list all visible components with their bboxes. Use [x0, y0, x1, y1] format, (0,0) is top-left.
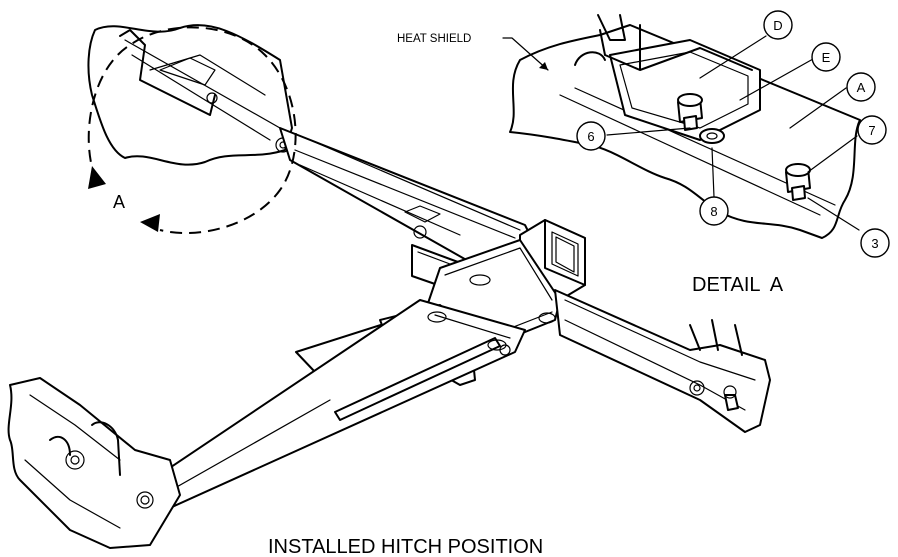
- frame-rail-main: [279, 127, 541, 263]
- detail-circle: [87, 26, 297, 234]
- svg-text:8: 8: [710, 204, 717, 219]
- detail-a-title: DETAIL A: [692, 274, 784, 296]
- detail-arrow-head-upper: [88, 166, 106, 189]
- balloon-8: 8: [699, 196, 729, 226]
- svg-text:E: E: [822, 50, 831, 65]
- balloon-3: 3: [860, 228, 890, 258]
- balloon-d: D: [763, 10, 793, 40]
- main-hitch-view: A: [7, 24, 771, 549]
- svg-text:A: A: [857, 80, 866, 95]
- frame-rail-right: [554, 289, 771, 433]
- svg-text:3: 3: [871, 236, 878, 251]
- svg-text:D: D: [773, 18, 782, 33]
- detail-arrow-head-lower: [140, 214, 160, 232]
- heat-shield-leader: [502, 37, 549, 71]
- detail-callout-label: A: [113, 192, 125, 212]
- drawing-caption: INSTALLED HITCH POSITION: [268, 536, 543, 557]
- svg-text:7: 7: [868, 123, 875, 138]
- balloon-e: E: [811, 42, 841, 72]
- detail-a-view: HEAT SHIELD D E A 6 7: [397, 10, 890, 296]
- balloon-a: A: [846, 72, 876, 102]
- bumper-bracket-left: [7, 377, 181, 549]
- heat-shield-label: HEAT SHIELD: [397, 33, 471, 45]
- balloon-7: 7: [857, 115, 887, 145]
- frame-rail-left: [87, 24, 293, 166]
- svg-text:6: 6: [587, 129, 594, 144]
- balloon-6: 6: [576, 121, 606, 151]
